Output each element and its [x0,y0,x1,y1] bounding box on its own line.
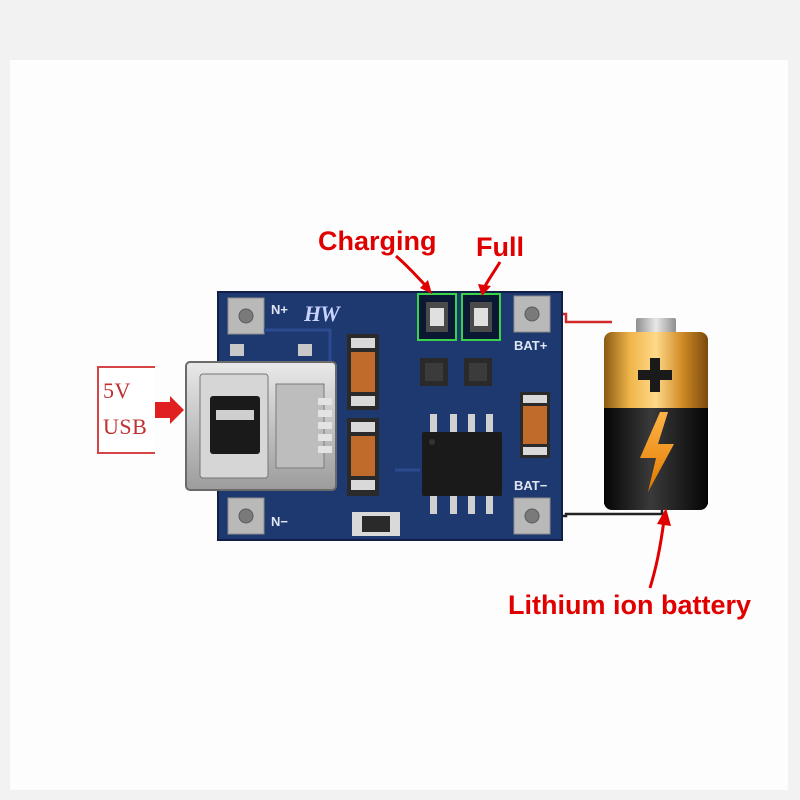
lithium-battery [604,318,708,510]
plus-icon [638,358,672,392]
capacitor-bottom [347,418,379,496]
usb-type-text: USB [103,414,148,439]
usb-input-label-box: 5V USB [97,366,155,454]
full-led [461,293,501,341]
charging-led [417,293,457,341]
charging-label: Charging [318,226,437,256]
arrow-right-icon [155,396,184,424]
capacitor-right [520,392,550,458]
battery-label: Lithium ion battery [508,590,751,620]
battery-pointer-arrow [648,519,666,589]
full-label: Full [476,232,524,262]
mini-usb-connector [185,361,337,491]
usb-voltage-text: 5V [103,378,131,403]
lightning-bolt-icon [640,412,674,492]
charger-ic-chip [422,414,502,514]
capacitor-top [347,334,379,410]
